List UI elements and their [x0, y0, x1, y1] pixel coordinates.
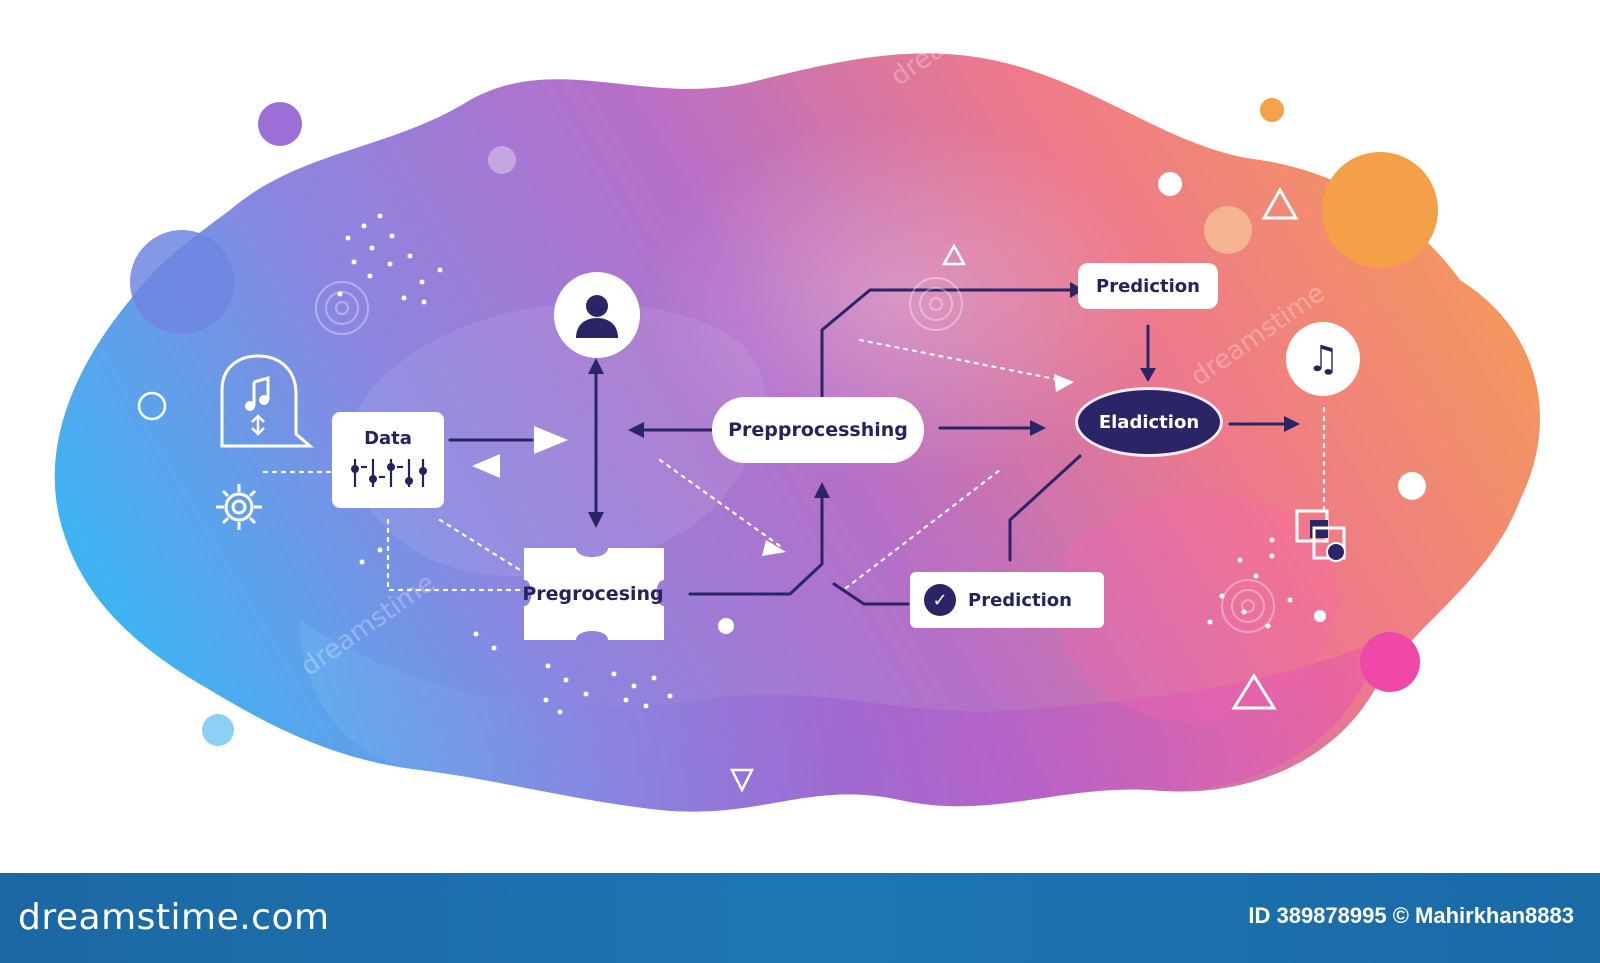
check-icon: ✓ — [924, 584, 956, 616]
squares-icon — [1295, 509, 1346, 562]
eladiction-node-label: Eladiction — [1098, 411, 1200, 433]
preprocessing-node-label: Prepprocesshing — [728, 419, 908, 441]
eladiction-node: Eladiction — [1078, 390, 1220, 454]
music-badge: ♫ — [1286, 322, 1360, 396]
data-node-label: Data — [364, 428, 412, 449]
footer-bar: dreamstime.com ID 389878995 © Mahirkhan8… — [0, 873, 1600, 963]
prediction-node-top: Prediction — [1078, 263, 1218, 309]
prediction-check-label: Prediction — [968, 589, 1072, 611]
pregrocesing-node: Pregrocesing — [520, 548, 666, 640]
puzzle-shape — [524, 548, 664, 640]
gear-icon — [216, 484, 262, 530]
data-node: Data — [332, 412, 444, 508]
footer-brand[interactable]: dreamstime.com — [18, 897, 330, 938]
footer-image-id: ID 389878995 © Mahirkhan8883 — [1248, 903, 1574, 928]
pregrocesing-node-label: Pregrocesing — [522, 583, 664, 605]
diagram-canvas: ♫ Data Prepprocesshing Pregrocesing Pr — [54, 53, 1541, 812]
user-avatar — [554, 272, 640, 358]
prediction-node-check: ✓ Prediction — [910, 572, 1104, 628]
user-icon — [576, 295, 618, 338]
sliders-icon — [351, 459, 427, 487]
preprocessing-node: Prepprocesshing — [712, 397, 924, 463]
music-note-icon: ♫ — [1306, 338, 1340, 380]
music-note-icon — [220, 354, 314, 448]
prediction-top-label: Prediction — [1096, 275, 1200, 297]
